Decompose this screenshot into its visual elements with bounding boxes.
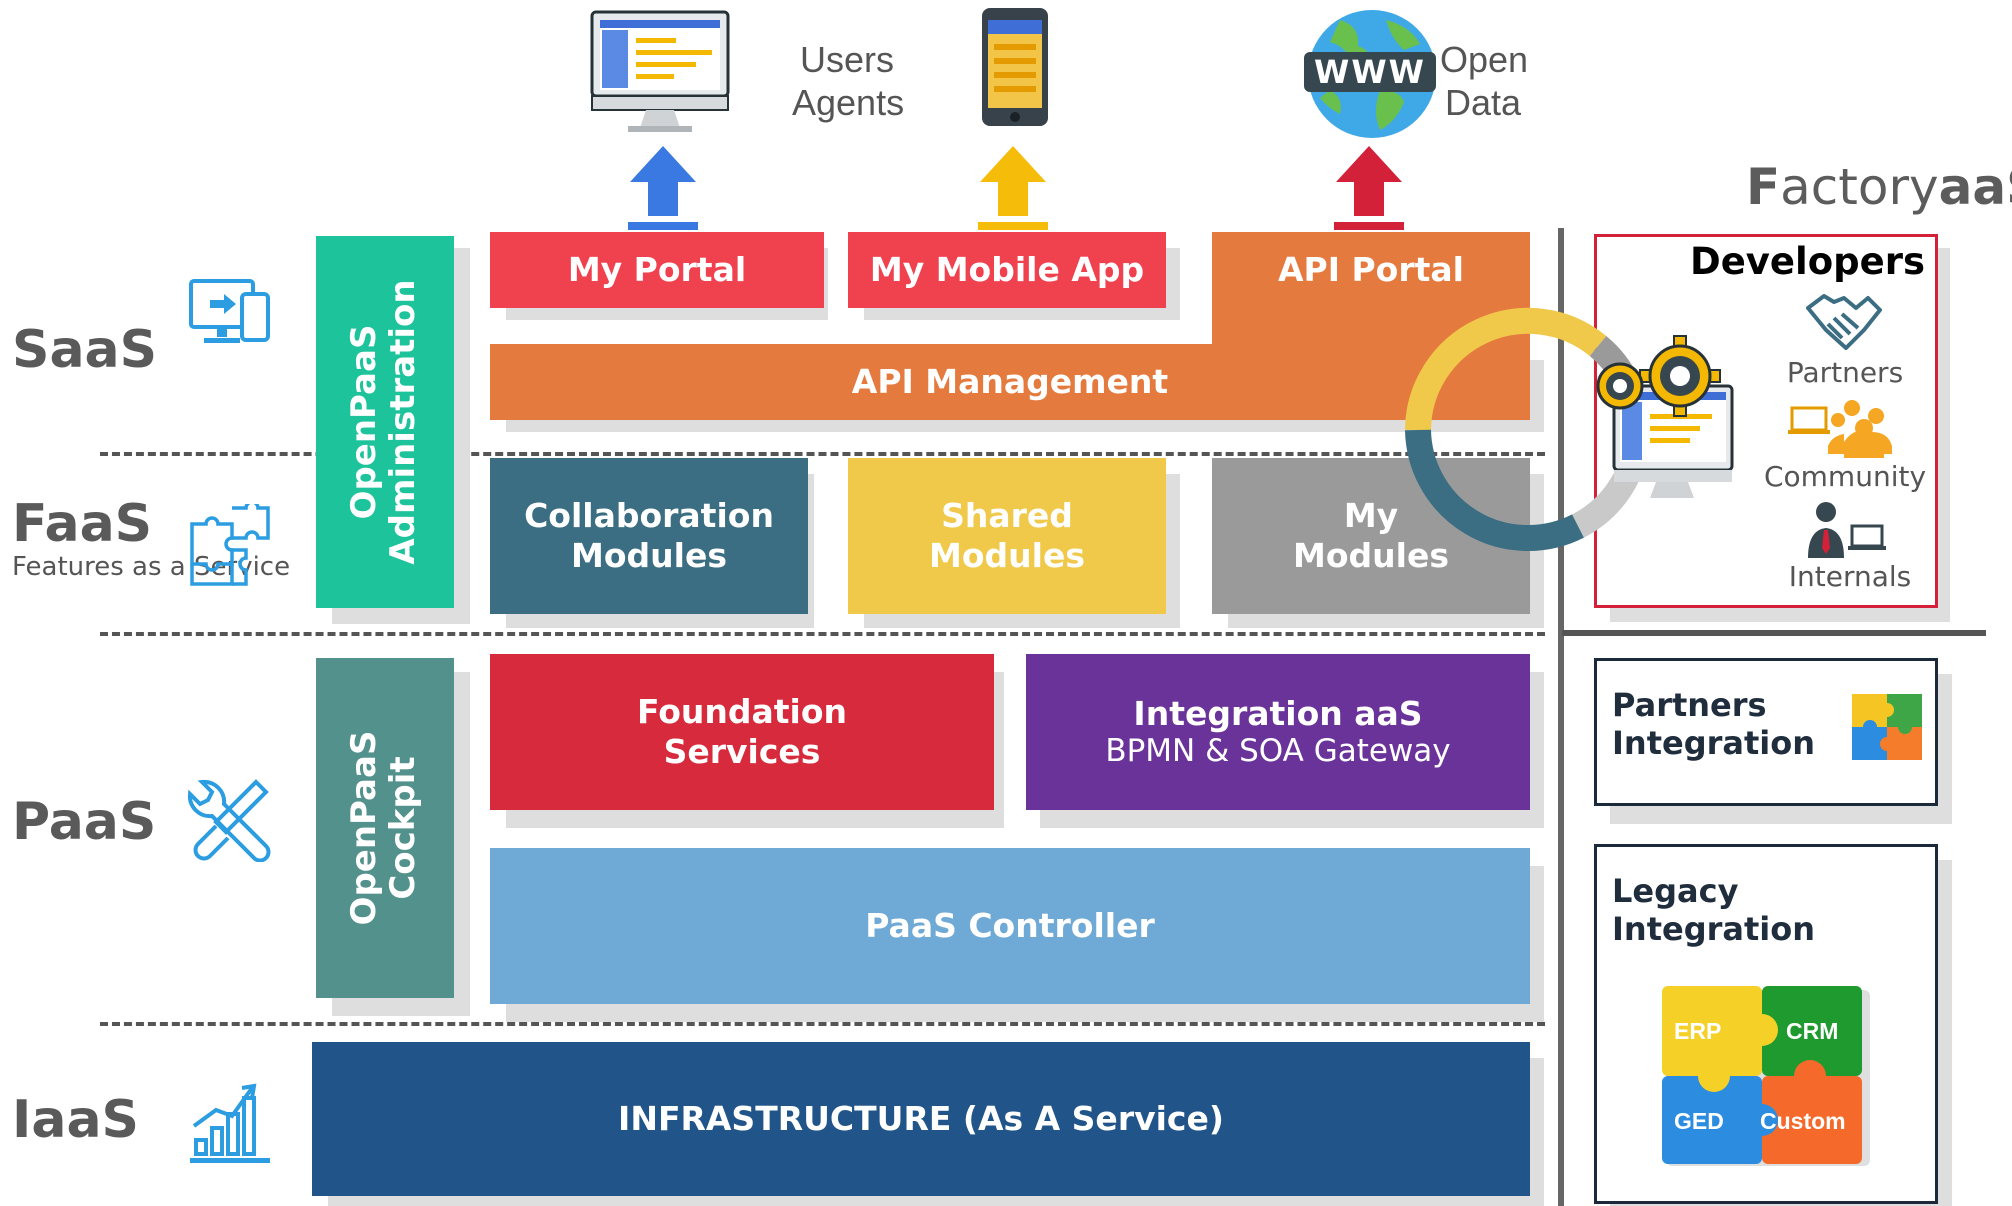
www-globe-icon: WWW	[1304, 10, 1436, 138]
brand-middle: actory	[1780, 158, 1939, 216]
collab-line1: Collaboration	[524, 496, 774, 536]
shared-line2: Modules	[929, 536, 1085, 575]
paas-controller-block[interactable]: PaaS Controller	[490, 848, 1530, 1004]
paas-controller-label: PaaS Controller	[865, 906, 1155, 946]
open-data-label: Open Data	[1440, 38, 1529, 124]
faas-layer-label: FaaS	[12, 494, 153, 554]
api-management-block[interactable]: API Management	[490, 344, 1530, 420]
legacy-integration-title: Legacy Integration	[1612, 872, 1815, 949]
puzzle-icon	[1852, 694, 1922, 760]
paas-layer-label: PaaS	[12, 792, 157, 852]
ged-label: GED	[1674, 1108, 1724, 1134]
erp-label: ERP	[1674, 1018, 1722, 1044]
partners-integration-title: Partners Integration	[1612, 686, 1815, 763]
collaboration-modules-block[interactable]: Collaboration Modules	[490, 458, 808, 614]
arrow-up-red-icon	[1334, 146, 1404, 230]
gears-monitor-icon	[1596, 335, 1734, 498]
my-portal-label: My Portal	[567, 250, 747, 290]
openpaas-cockpit-label: OpenPaaS Cockpit	[344, 708, 425, 948]
www-text: WWW	[1314, 53, 1426, 91]
cockpit-line2: Cockpit	[383, 756, 424, 900]
desktop-monitor-icon	[590, 10, 730, 132]
internals-label: Internals	[1788, 560, 1912, 593]
mobile-phone-icon	[982, 8, 1048, 126]
foundation-line1: Foundation	[636, 692, 847, 732]
api-management-label: API Management	[851, 362, 1169, 402]
faas-puzzle-icon	[190, 504, 270, 586]
internals-icon	[1808, 502, 1886, 558]
factory-vertical-divider	[1558, 228, 1564, 1206]
brand-suffix: aaS	[1938, 158, 2012, 216]
api-portal-block[interactable]: API Portal	[1212, 232, 1530, 344]
foundation-line2: Services	[663, 732, 821, 771]
shared-modules-block[interactable]: Shared Modules	[848, 458, 1166, 614]
developers-title: Developers	[1690, 240, 1925, 283]
handshake-icon	[1806, 294, 1882, 350]
iaas-layer-label: IaaS	[12, 1090, 139, 1150]
partners-integration-line1: Partners	[1612, 686, 1767, 724]
legacy-integration-line2: Integration	[1612, 910, 1815, 949]
openpaas-administration-label: OpenPaaS Administration	[344, 272, 425, 572]
divider-paas-iaas	[100, 1022, 1545, 1026]
my-modules-line2: Modules	[1293, 536, 1449, 575]
data-label: Data	[1444, 82, 1522, 124]
cockpit-line1: OpenPaaS	[344, 730, 384, 926]
openpaas-administration-bar[interactable]	[316, 236, 454, 608]
crm-label: CRM	[1786, 1018, 1839, 1044]
agents-label: Agents	[792, 82, 905, 124]
arrow-up-blue-icon	[628, 146, 698, 230]
infrastructure-block[interactable]: INFRASTRUCTURE (As A Service)	[312, 1042, 1530, 1196]
community-label: Community	[1763, 460, 1927, 493]
saas-layer-label: SaaS	[12, 320, 158, 380]
partners-label: Partners	[1786, 356, 1904, 389]
admin-line1: OpenPaaS	[344, 324, 384, 520]
integration-aas-block[interactable]: Integration aaS BPMN & SOA Gateway	[1026, 654, 1530, 810]
shared-line1: Shared	[941, 496, 1073, 536]
my-mobile-app-block[interactable]: My Mobile App	[848, 232, 1166, 308]
integration-line1: Integration aaS	[1133, 693, 1423, 733]
divider-saas-faas	[100, 452, 1545, 456]
collab-line2: Modules	[571, 536, 727, 575]
users-label: Users	[799, 39, 894, 80]
my-modules-line1: My	[1343, 496, 1399, 536]
openpaas-cockpit-bar[interactable]	[316, 658, 454, 998]
infrastructure-label: INFRASTRUCTURE (As A Service)	[618, 1099, 1224, 1139]
divider-faas-paas	[100, 632, 1545, 636]
partners-integration-line2: Integration	[1612, 724, 1815, 763]
open-label: Open	[1440, 39, 1529, 80]
custom-label: Custom	[1760, 1108, 1846, 1134]
saas-devices-icon	[189, 279, 270, 343]
my-mobile-app-label: My Mobile App	[869, 250, 1145, 290]
arrow-up-yellow-icon	[978, 146, 1048, 230]
brand-prefix: F	[1746, 158, 1781, 216]
factory-horizontal-divider	[1562, 630, 1986, 636]
paas-tools-icon	[188, 779, 271, 862]
my-portal-block[interactable]: My Portal	[490, 232, 824, 308]
foundation-services-block[interactable]: Foundation Services	[490, 654, 994, 810]
community-icon	[1788, 400, 1892, 458]
api-portal-label: API Portal	[1278, 250, 1464, 289]
legacy-puzzle-icon	[1662, 986, 1870, 1166]
legacy-integration-line1: Legacy	[1612, 872, 1739, 910]
integration-line2: BPMN & SOA Gateway	[1105, 733, 1451, 770]
users-agents-label: Users Agents	[792, 38, 905, 124]
admin-line2: Administration	[383, 279, 424, 565]
iaas-growth-chart-icon	[190, 1083, 270, 1163]
